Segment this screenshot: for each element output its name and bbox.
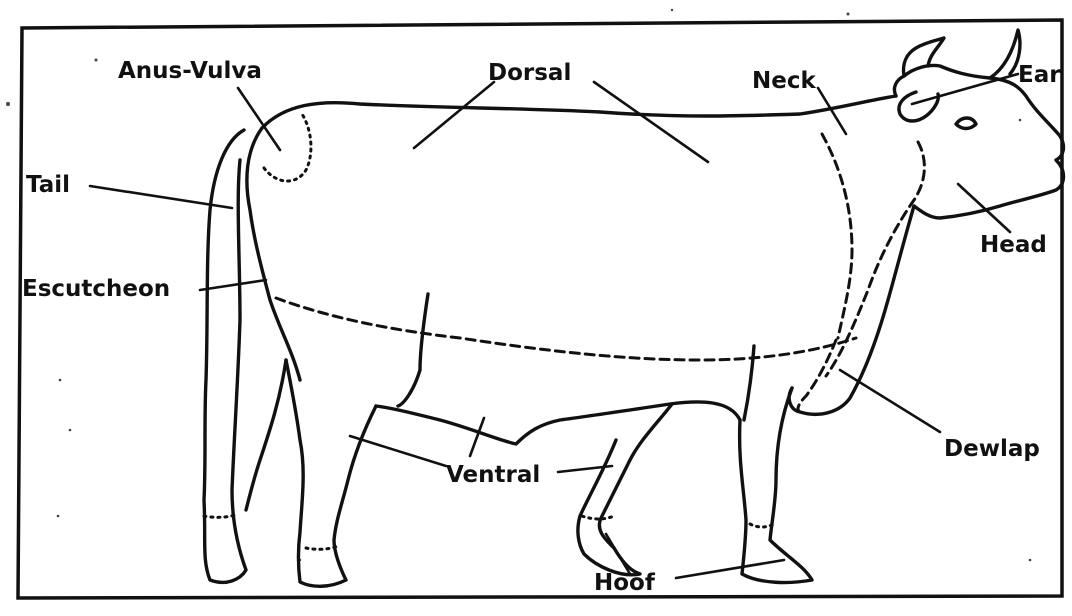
- leader-hoof-left: [606, 534, 630, 574]
- label-anus-vulva: Anus-Vulva: [118, 58, 262, 84]
- leader-dewlap: [840, 370, 940, 432]
- label-neck: Neck: [752, 68, 816, 94]
- label-escutcheon: Escutcheon: [22, 276, 170, 302]
- leader-dorsal-right: [594, 82, 708, 162]
- label-hoof: Hoof: [594, 570, 656, 596]
- leader-dorsal-left: [414, 82, 494, 148]
- leader-escutcheon: [200, 280, 266, 290]
- leader-hoof-right: [676, 560, 784, 578]
- leader-head: [958, 184, 1010, 232]
- label-head: Head: [980, 232, 1047, 258]
- region-labels: Anus-Vulva Dorsal Neck Ear Tail Head Esc…: [22, 58, 1061, 596]
- label-dorsal: Dorsal: [488, 60, 571, 86]
- region-boundaries: [204, 114, 924, 549]
- label-ventral: Ventral: [446, 462, 540, 488]
- cow-outline: [204, 30, 1064, 586]
- leader-ventral-left: [350, 436, 446, 466]
- leader-ventral-mid: [470, 418, 484, 456]
- diagram-frame: [18, 20, 1062, 598]
- label-tail: Tail: [26, 172, 70, 198]
- label-ear: Ear: [1018, 62, 1061, 88]
- label-dewlap: Dewlap: [944, 436, 1040, 462]
- leader-ear: [912, 74, 1018, 104]
